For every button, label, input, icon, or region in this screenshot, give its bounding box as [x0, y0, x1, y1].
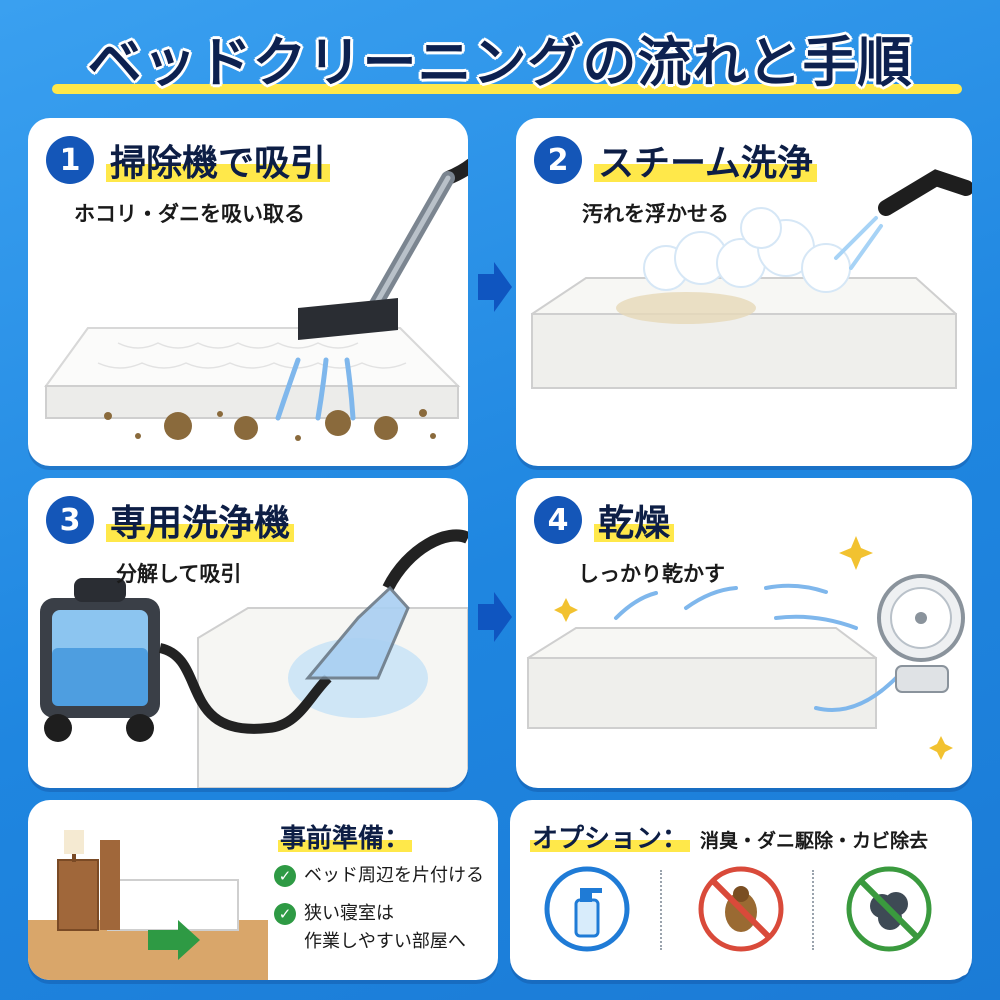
preparation-item: ✓ 狭い寝室は — [274, 900, 394, 927]
check-icon: ✓ — [274, 865, 296, 887]
step-2-number-badge: 2 — [534, 136, 582, 184]
step-4-heading: 4 乾燥 — [534, 494, 675, 546]
bedroom-illustration — [28, 830, 268, 980]
arrow-right-icon — [478, 262, 512, 312]
step-1-title: 掃除機で吸引 — [106, 134, 331, 186]
step-1-subtitle: ホコリ・ダニを吸い取る — [74, 202, 305, 226]
washer-mattress-illustration — [40, 529, 468, 788]
step-3-panel: 3 専用洗浄機 分解して吸引 — [28, 478, 468, 788]
preparation-item: ✓ ベッド周辺を片付ける — [274, 862, 484, 889]
step-4-title: 乾燥 — [594, 494, 675, 546]
no-mold-icon — [846, 866, 932, 952]
options-title: オプション： — [530, 818, 691, 855]
step-2-panel: 2 スチーム洗浄 汚れを浮かせる — [516, 118, 972, 466]
no-mite-icon — [698, 866, 784, 952]
step-2-title: スチーム洗浄 — [594, 134, 817, 186]
step-4-panel: 4 乾燥 しっかり乾かす — [516, 478, 972, 788]
preparation-item-text: 作業しやすい部屋へ — [304, 931, 466, 952]
divider — [812, 870, 814, 950]
preparation-item-text: 狭い寝室は — [304, 903, 394, 924]
step-3-title: 専用洗浄機 — [106, 494, 295, 546]
step-1-panel: 1 掃除機で吸引 ホコリ・ダニを吸い取る — [28, 118, 468, 466]
drying-mattress-illustration — [526, 536, 965, 760]
page-title: ベッドクリーニングの流れと手順 — [87, 31, 913, 94]
steam-mattress-illustration — [530, 169, 972, 389]
step-3-heading: 3 専用洗浄機 — [46, 494, 295, 546]
credit: @みんかつ — [880, 960, 970, 981]
options-list: 消臭・ダニ駆除・カビ除去 — [700, 830, 929, 852]
step-4-subtitle: しっかり乾かす — [578, 562, 725, 586]
options-heading: オプション： 消臭・ダニ駆除・カビ除去 — [530, 818, 928, 855]
preparation-title: 事前準備： — [278, 818, 413, 855]
step-2-heading: 2 スチーム洗浄 — [534, 134, 817, 186]
preparation-item-continued: 作業しやすい部屋へ — [304, 928, 466, 955]
title-underline — [52, 84, 962, 94]
spray-bottle-icon — [544, 866, 630, 952]
step-3-number-badge: 3 — [46, 496, 94, 544]
step-3-subtitle: 分解して吸引 — [116, 562, 242, 586]
options-panel: オプション： 消臭・ダニ駆除・カビ除去 — [510, 800, 972, 980]
vacuum-mattress-illustration — [44, 158, 468, 441]
divider — [660, 870, 662, 950]
title-wrap: ベッドクリーニングの流れと手順 — [0, 18, 1000, 97]
preparation-item-text: ベッド周辺を片付ける — [304, 865, 484, 886]
check-icon: ✓ — [274, 903, 296, 925]
arrow-right-icon — [478, 592, 512, 642]
preparation-panel: 事前準備： ✓ ベッド周辺を片付ける ✓ 狭い寝室は 作業しやすい部屋へ — [28, 800, 498, 980]
step-4-number-badge: 4 — [534, 496, 582, 544]
step-2-subtitle: 汚れを浮かせる — [582, 202, 729, 226]
step-1-heading: 1 掃除機で吸引 — [46, 134, 331, 186]
step-1-number-badge: 1 — [46, 136, 94, 184]
